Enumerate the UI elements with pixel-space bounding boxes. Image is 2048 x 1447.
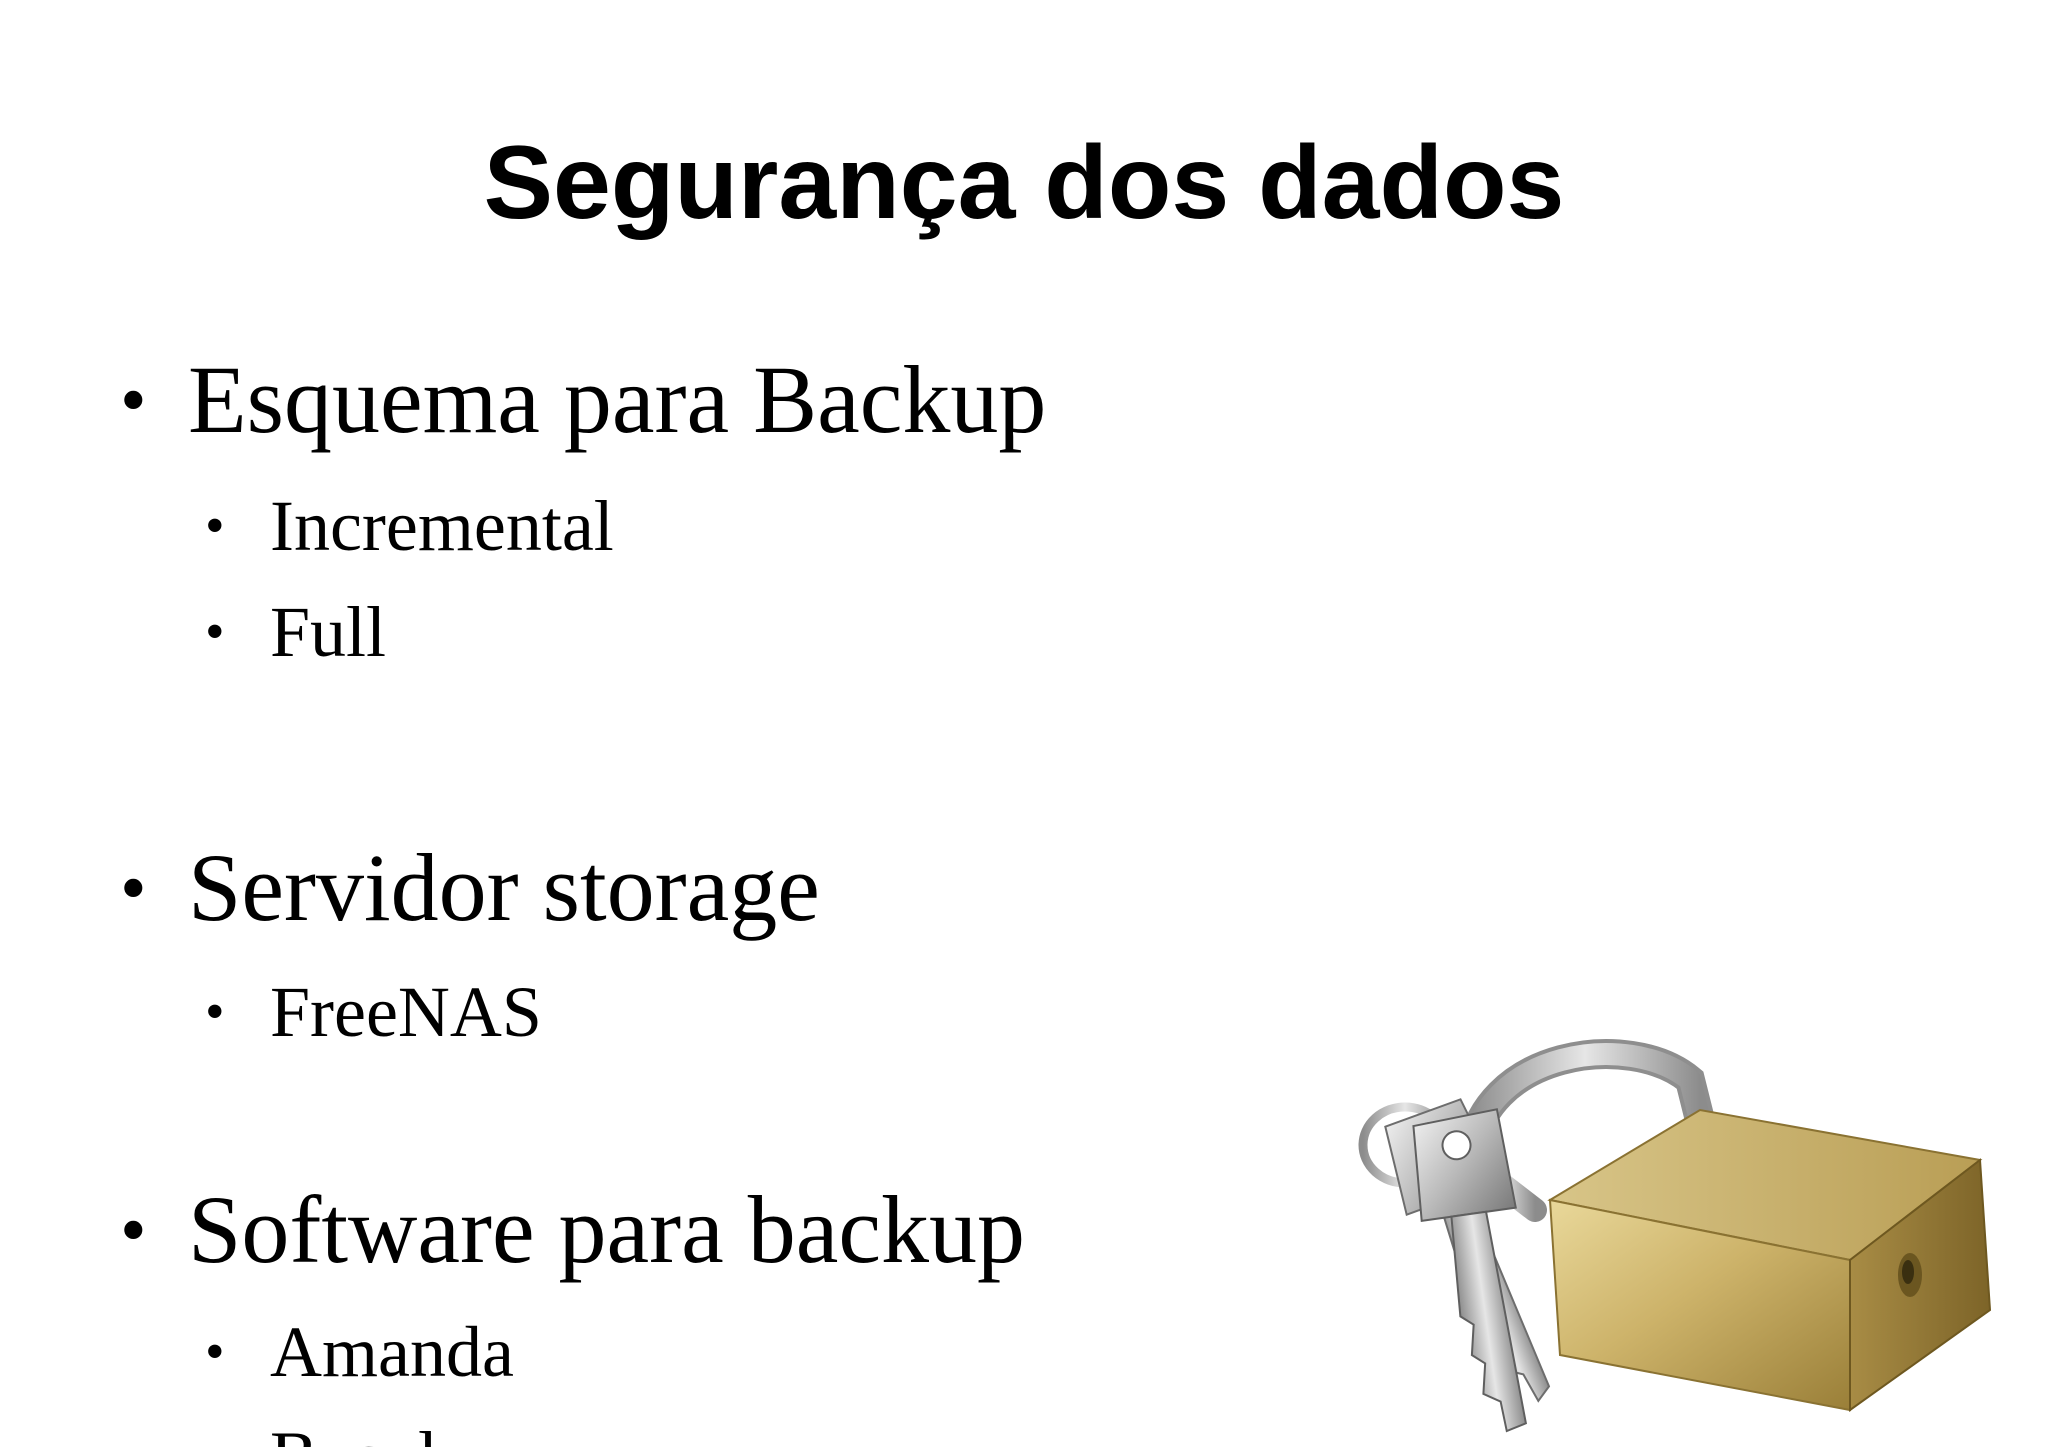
bullet-text: Esquema para Backup (188, 346, 1047, 453)
bullet-dot: • (205, 1415, 270, 1447)
bullet-text: FreeNAS (270, 972, 542, 1052)
sub-bullet-incremental: • Incremental (205, 484, 614, 568)
bullet-text: Amanda (270, 1312, 514, 1392)
bullet-dot: • (120, 846, 147, 930)
sub-bullet-freenas: • FreeNAS (205, 970, 542, 1054)
bullet-esquema-para-backup: • Esquema para Backup (120, 345, 1046, 455)
bullet-software-para-backup: • Software para backup (120, 1175, 1025, 1285)
bullet-dot: • (205, 1321, 225, 1383)
slide-title: Segurança dos dados (483, 125, 1565, 241)
bullet-text: Software para backup (188, 1176, 1025, 1283)
padlock-with-keys-icon (1330, 1010, 2010, 1447)
bullet-text: Full (270, 592, 387, 672)
bullet-dot: • (205, 495, 225, 557)
bullet-dot: • (120, 358, 147, 442)
bullet-text: Incremental (270, 486, 614, 566)
bullet-text: Bacula (270, 1417, 470, 1447)
bullet-dot: • (205, 601, 225, 663)
sub-bullet-full: • Full (205, 590, 386, 674)
bullet-dot: • (120, 1188, 147, 1272)
sub-bullet-amanda: • Amanda (205, 1310, 514, 1394)
bullet-text: Servidor storage (188, 834, 820, 941)
bullet-dot: • (205, 981, 225, 1043)
bullet-servidor-storage: • Servidor storage (120, 833, 820, 943)
sub-bullet-bacula: •Bacula (205, 1415, 470, 1447)
